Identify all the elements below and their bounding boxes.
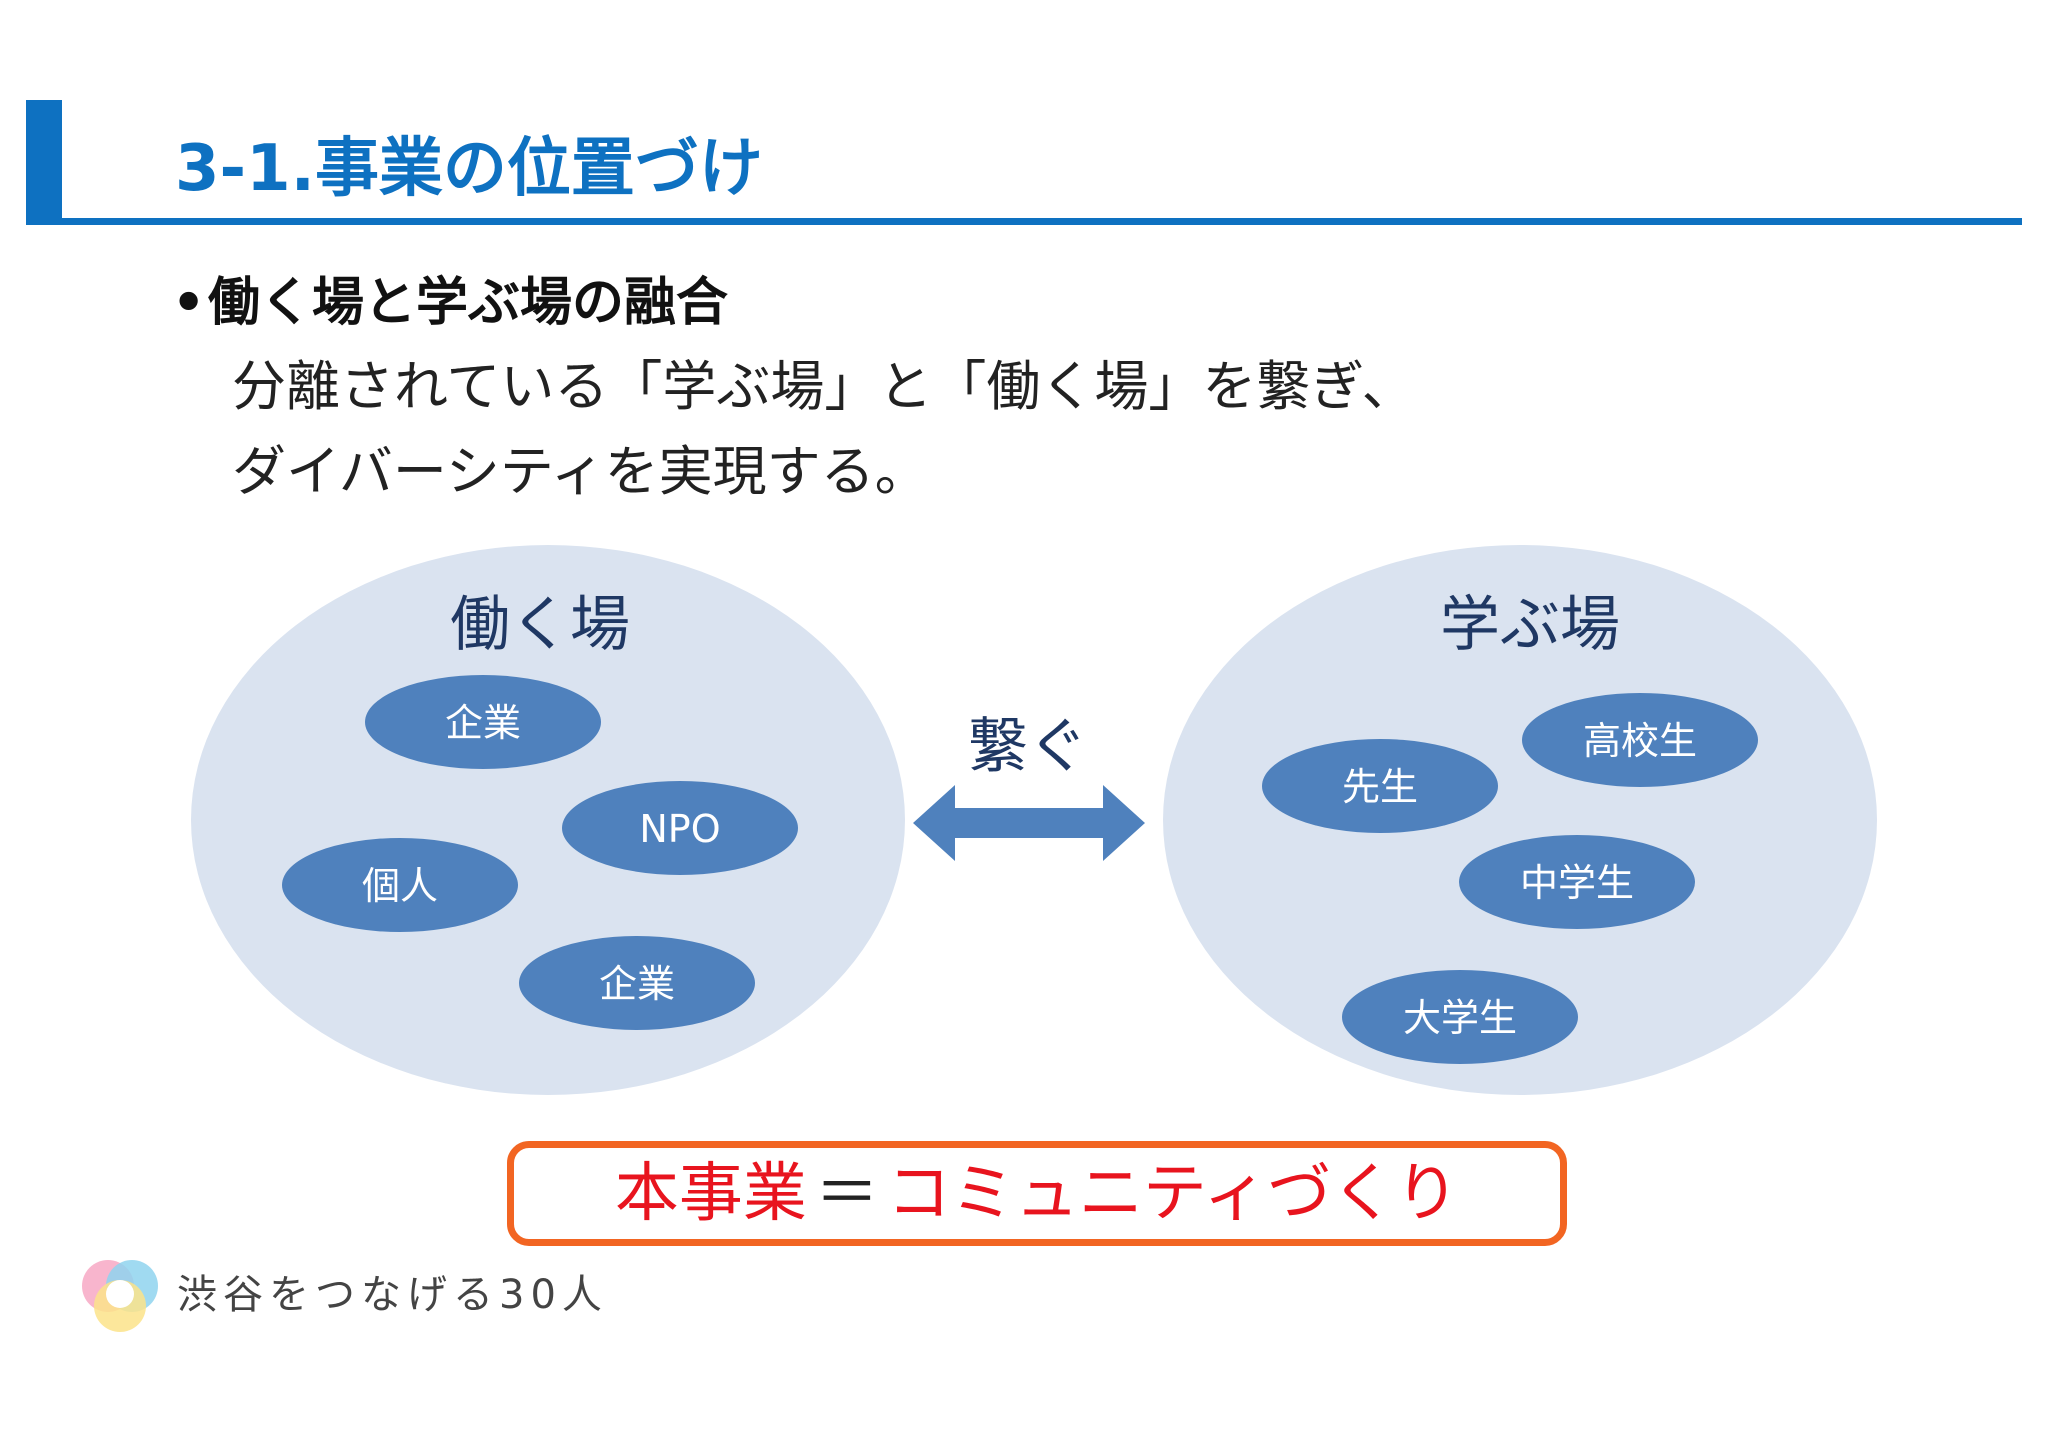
- bullet-heading: •働く場と学ぶ場の融合: [172, 272, 728, 334]
- work-item-oval: [519, 936, 755, 1030]
- learn-place-oval: [1163, 545, 1877, 1095]
- connector-label: 繋ぐ: [968, 712, 1088, 782]
- work-item-oval: [562, 781, 798, 875]
- learn-item-oval: [1459, 835, 1695, 929]
- title-accent-bar: [26, 100, 62, 224]
- double-arrow-icon: [913, 785, 1145, 861]
- learn-item-oval: [1262, 739, 1498, 833]
- learn-item-junior-high: 中学生: [1520, 861, 1634, 905]
- learn-item-university: 大学生: [1403, 996, 1517, 1040]
- work-item-oval: [282, 838, 518, 932]
- bullet-text: 働く場と学ぶ場の融合: [208, 273, 729, 333]
- page-title: 3-1.事業の位置づけ: [175, 132, 763, 206]
- callout-definition: コミュニティづくり: [886, 1156, 1460, 1231]
- learn-item-teacher: 先生: [1342, 765, 1418, 809]
- work-item-npo: NPO: [639, 807, 720, 851]
- work-item-individual: 個人: [362, 864, 438, 908]
- work-item-company-2: 企業: [599, 962, 675, 1006]
- callout-subject: 本事業: [614, 1156, 807, 1231]
- callout-equals: ＝: [814, 1156, 879, 1231]
- description-line-1: 分離されている「学ぶ場」と「働く場」を繋ぎ、: [232, 355, 1416, 418]
- work-item-company-1: 企業: [445, 701, 521, 745]
- title-underline: [26, 218, 2022, 225]
- learn-item-high-school: 高校生: [1583, 719, 1697, 763]
- logo-text: 渋谷をつなげる30人: [177, 1272, 608, 1318]
- project-definition-callout: 本事業 ＝ コミュニティづくり: [507, 1141, 1567, 1246]
- bullet-marker: •: [172, 273, 206, 333]
- learn-place-label: 学ぶ場: [1440, 590, 1620, 660]
- learn-item-oval: [1342, 970, 1578, 1064]
- learn-item-oval: [1522, 693, 1758, 787]
- description-line-2: ダイバーシティを実現する。: [232, 440, 929, 503]
- work-item-oval: [365, 675, 601, 769]
- logo-icon: [82, 1260, 158, 1332]
- work-place-label: 働く場: [450, 590, 630, 660]
